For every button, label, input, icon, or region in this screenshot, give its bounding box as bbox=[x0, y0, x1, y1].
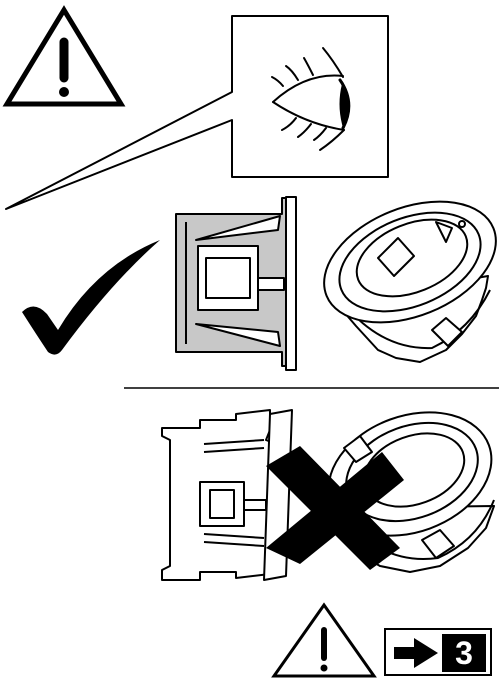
cross-icon bbox=[266, 446, 404, 570]
inspection-callout bbox=[5, 15, 389, 210]
bracket-incorrect bbox=[161, 409, 293, 581]
sensor-housing-incorrect bbox=[327, 411, 495, 573]
step-reference-box: 3 bbox=[384, 628, 492, 676]
arrow-right-icon bbox=[394, 638, 438, 668]
warning-triangle-top-icon bbox=[2, 5, 126, 107]
warning-triangle-bottom-icon bbox=[271, 602, 377, 678]
checkmark-icon bbox=[22, 240, 160, 355]
eye-icon bbox=[271, 47, 351, 151]
bracket-correct bbox=[175, 196, 297, 371]
step-number: 3 bbox=[442, 634, 486, 672]
sensor-housing-correct bbox=[323, 200, 497, 363]
